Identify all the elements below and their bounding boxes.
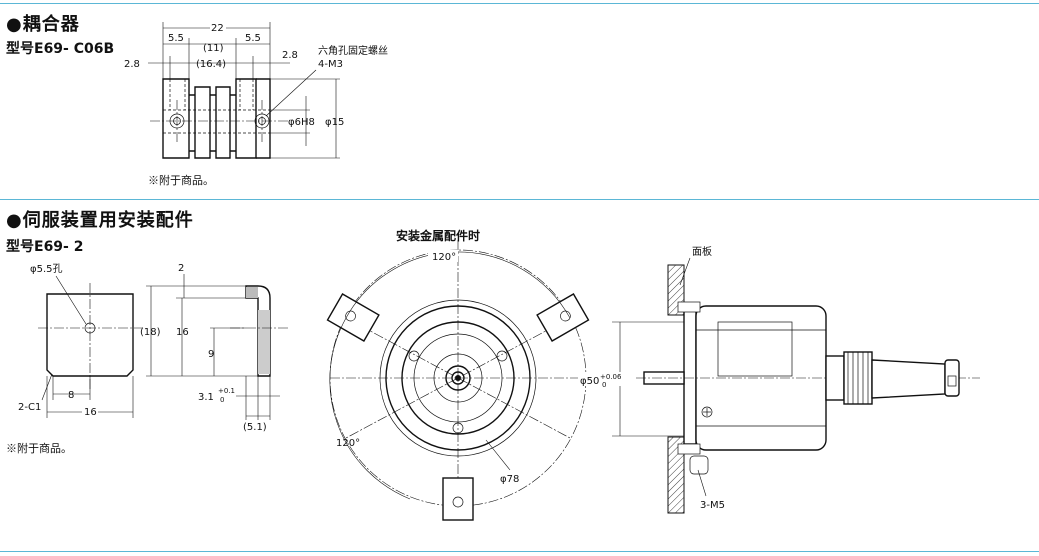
section-divider <box>0 199 1039 200</box>
dim-overall: 22 <box>211 23 224 34</box>
mount-angle-left: 120° <box>336 438 360 449</box>
dim-right: 5.5 <box>245 33 261 44</box>
panel-label: 面板 <box>692 245 712 258</box>
side-mid: 9 <box>208 349 214 360</box>
coupling-screw-spec: 4-M3 <box>318 59 343 70</box>
mount-side-view: 面板 φ50 +0.06 0 <box>578 245 980 514</box>
coupling-model: 型号E69- C06B <box>6 41 115 57</box>
side-shaft-tol-up: +0.06 <box>600 373 622 381</box>
servo-model: 型号E69- 2 <box>6 239 84 255</box>
side-hatch <box>246 287 258 298</box>
servo-title: ●伺服装置用安装配件 <box>6 210 194 231</box>
side-screws: 3-M5 <box>700 500 725 511</box>
dim-bore: φ6H8 <box>288 117 315 128</box>
side-height: 16 <box>176 327 189 338</box>
front-hole-label: φ5.5孔 <box>30 263 63 275</box>
mount-title: 安装金属配件时 <box>396 228 480 243</box>
side-height-outer: (18) <box>140 327 161 338</box>
side-slot-tol-up: +0.1 <box>218 387 235 395</box>
servo-note: ※附于商品。 <box>6 442 72 455</box>
mount-angle-top: 120° <box>432 252 456 263</box>
coupling-drawing: 22 5.5 (11) 5.5 (16.4) 2.8 2.8 六角孔固定螺丝 4… <box>124 21 388 159</box>
side-top: 2 <box>178 263 184 274</box>
bracket-front-view: φ5.5孔 2-C1 8 16 <box>18 263 143 418</box>
dim-edge-left: 2.8 <box>124 59 140 70</box>
bottom-divider <box>0 551 1039 552</box>
coupling-note: ※附于商品。 <box>148 174 214 187</box>
front-chamfer: 2-C1 <box>18 402 41 413</box>
mount-diameter: φ78 <box>500 474 519 485</box>
top-divider <box>0 3 1039 4</box>
side-slot-tol-lo: 0 <box>220 396 224 404</box>
side-shaft-dia: φ50 <box>580 376 599 387</box>
side-shaft-tol-lo: 0 <box>602 381 606 389</box>
side-slot: 3.1 <box>198 392 214 403</box>
dim-inner: (11) <box>203 43 224 54</box>
front-w-inner: 8 <box>68 390 74 401</box>
dim-edge-right: 2.8 <box>282 50 298 61</box>
front-w-total: 16 <box>84 407 97 418</box>
mount-front-view: 120° 120° φ78 <box>326 240 590 521</box>
dim-left: 5.5 <box>168 33 184 44</box>
coupling-title: ●耦合器 <box>6 14 80 35</box>
dim-outer: φ15 <box>325 117 344 128</box>
side-depth: (5.1) <box>243 422 267 433</box>
coupling-hole-label: 六角孔固定螺丝 <box>318 44 388 57</box>
dim-span: (16.4) <box>196 59 226 70</box>
bracket-side-view: 2 (18) 16 9 3.1 +0.1 0 (5.1) <box>140 263 290 433</box>
